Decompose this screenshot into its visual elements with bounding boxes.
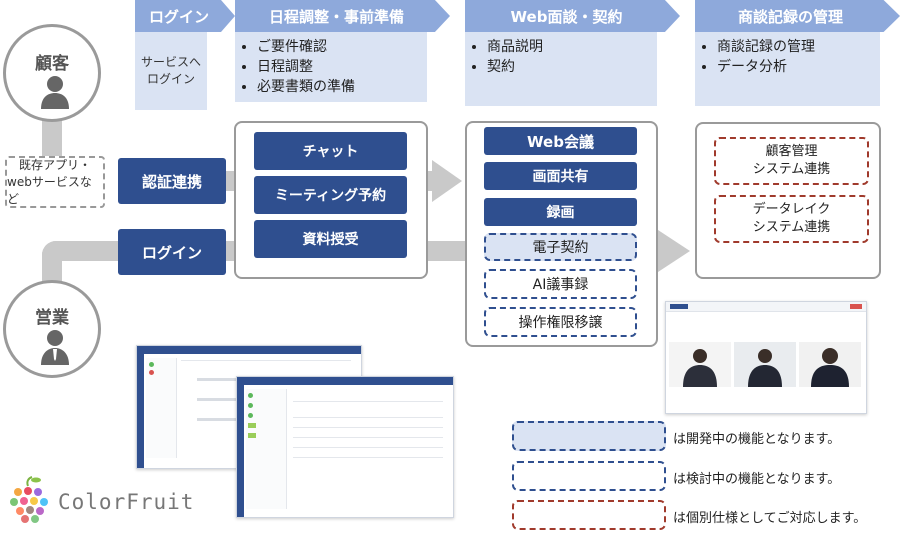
desc-item: ご要件確認: [257, 37, 427, 57]
desc-item: 必要書類の準備: [257, 77, 427, 97]
web-meeting-button[interactable]: Web会議: [484, 127, 637, 155]
phase-meeting-header: Web面談・契約: [465, 0, 680, 32]
sales-label: 営業: [35, 308, 69, 328]
datalake-integration-feature[interactable]: データレイク システム連携: [714, 195, 869, 243]
phase-title: ログイン: [148, 7, 209, 26]
auth-flow-arrowhead: [432, 160, 462, 202]
feature-line: データレイク: [752, 202, 831, 218]
desc-item: 商品説明: [487, 37, 657, 57]
desc-line: ログイン: [146, 72, 195, 86]
feature-line: 顧客管理: [765, 144, 818, 160]
customer-connector: [42, 120, 62, 156]
legend-under-consideration-text: は検討中の機能となります。: [673, 472, 841, 487]
desc-item: 契約: [487, 57, 657, 77]
file-list-app-screenshot-front: [236, 376, 454, 518]
existing-apps-box: 既存アプリ・ webサービスなど: [5, 156, 105, 208]
legend-in-development-swatch: [512, 421, 666, 451]
legend-custom-spec-text: は個別仕様としてご対応します。: [673, 511, 867, 526]
ai-minutes-feature[interactable]: AI議事録: [484, 269, 637, 299]
phase-scheduling-desc: ご要件確認 日程調整 必要書類の準備: [235, 32, 427, 102]
feature-line: システム連携: [752, 220, 831, 235]
video-participant: [669, 342, 731, 387]
legend-custom-spec-swatch: [512, 500, 666, 530]
video-call-screenshot: [665, 301, 867, 414]
legend-under-consideration-swatch: [512, 461, 666, 491]
recording-button[interactable]: 録画: [484, 198, 637, 226]
screenshot-header: [666, 302, 866, 312]
meeting-booking-button[interactable]: ミーティング予約: [254, 176, 407, 214]
colorfruit-logo-text: ColorFruit: [58, 490, 195, 514]
phase-login-header: ログイン: [135, 0, 235, 32]
existing-apps-line: 既存アプリ・: [18, 157, 91, 172]
desc-item: 商談記録の管理: [717, 37, 880, 57]
phase-records-header: 商談記録の管理: [695, 0, 900, 32]
video-participant: [799, 342, 861, 387]
video-participant: [734, 342, 796, 387]
business-person-icon: [41, 330, 69, 365]
phase-title: Web面談・契約: [510, 7, 623, 26]
phase-meeting-desc: 商品説明 契約: [465, 32, 657, 106]
phase-login-desc: サービスへ ログイン: [135, 32, 207, 110]
document-exchange-button[interactable]: 資料授受: [254, 220, 407, 258]
login-button[interactable]: ログイン: [118, 229, 226, 275]
desc-item: データ分析: [717, 57, 880, 77]
records-feature-group: [695, 122, 881, 279]
chat-button[interactable]: チャット: [254, 132, 407, 170]
desc-item: 日程調整: [257, 57, 427, 77]
crm-integration-feature[interactable]: 顧客管理 システム連携: [714, 137, 869, 185]
customer-label: 顧客: [35, 54, 69, 74]
phase-scheduling-header: 日程調整・事前準備: [235, 0, 450, 32]
feature-line: システム連携: [752, 162, 831, 177]
screen-share-button[interactable]: 画面共有: [484, 162, 637, 190]
legend-in-development-text: は開発中の機能となります。: [673, 432, 841, 447]
login-flow-arrowhead: [658, 230, 690, 272]
phase-records-desc: 商談記録の管理 データ分析: [695, 32, 880, 106]
phase-title: 商談記録の管理: [737, 7, 843, 26]
sales-actor: 営業: [3, 280, 101, 378]
auth-integration-button[interactable]: 認証連携: [118, 158, 226, 204]
existing-apps-line: webサービスなど: [7, 174, 92, 206]
customer-actor: 顧客: [3, 24, 101, 122]
control-transfer-feature[interactable]: 操作権限移譲: [484, 307, 637, 337]
colorfruit-logo-icon: [10, 476, 48, 523]
person-icon: [41, 76, 69, 109]
e-contract-feature[interactable]: 電子契約: [484, 233, 637, 261]
desc-line: サービスへ: [140, 55, 201, 69]
phase-title: 日程調整・事前準備: [268, 7, 404, 26]
